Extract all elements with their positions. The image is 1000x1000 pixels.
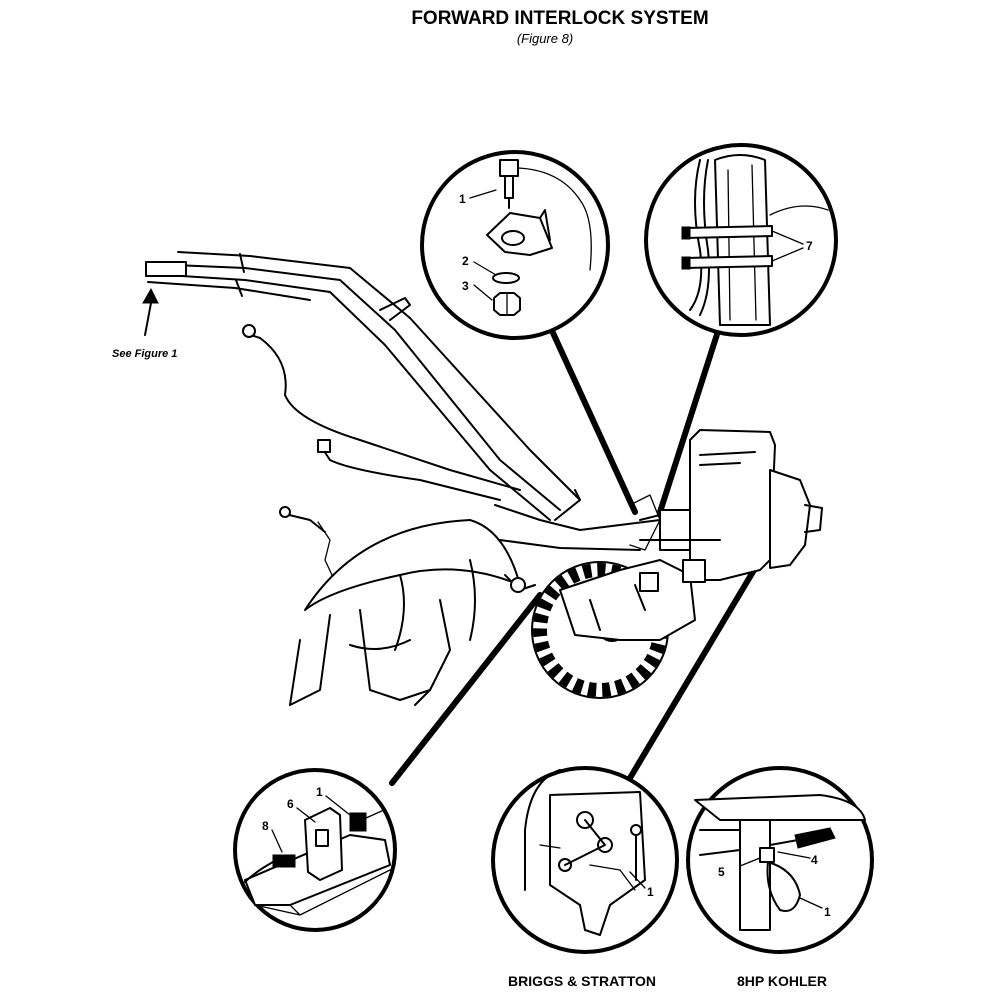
callout-6: 6 — [287, 797, 294, 811]
diagram-title: FORWARD INTERLOCK SYSTEM — [411, 8, 708, 29]
see-figure-note: See Figure 1 — [112, 348, 177, 360]
detail-briggs-stratton: 1 — [491, 766, 679, 954]
callout-1: 1 — [647, 885, 654, 899]
caption-kohler: 8HP KOHLER — [737, 973, 827, 989]
callout-8: 8 — [262, 819, 269, 833]
callout-7: 7 — [806, 239, 813, 253]
diagram-subtitle: (Figure 8) — [517, 31, 573, 46]
callout-2: 2 — [462, 254, 469, 268]
tiller-illustration: See Figure 1 — [112, 251, 823, 706]
detail-switch-bracket: 1 6 8 — [233, 768, 397, 932]
detail-cable-ties: 7 — [644, 143, 838, 337]
callout-4: 4 — [811, 853, 818, 867]
callout-1: 1 — [824, 905, 831, 919]
detail-fastener: 1 2 3 — [420, 150, 610, 340]
leader-lines — [389, 319, 763, 786]
callout-1: 1 — [316, 785, 323, 799]
caption-briggs-stratton: BRIGGS & STRATTON — [508, 973, 656, 989]
callout-5: 5 — [718, 865, 725, 879]
detail-kohler: 4 5 1 — [686, 766, 874, 954]
callout-1: 1 — [459, 192, 466, 206]
callout-3: 3 — [462, 279, 469, 293]
